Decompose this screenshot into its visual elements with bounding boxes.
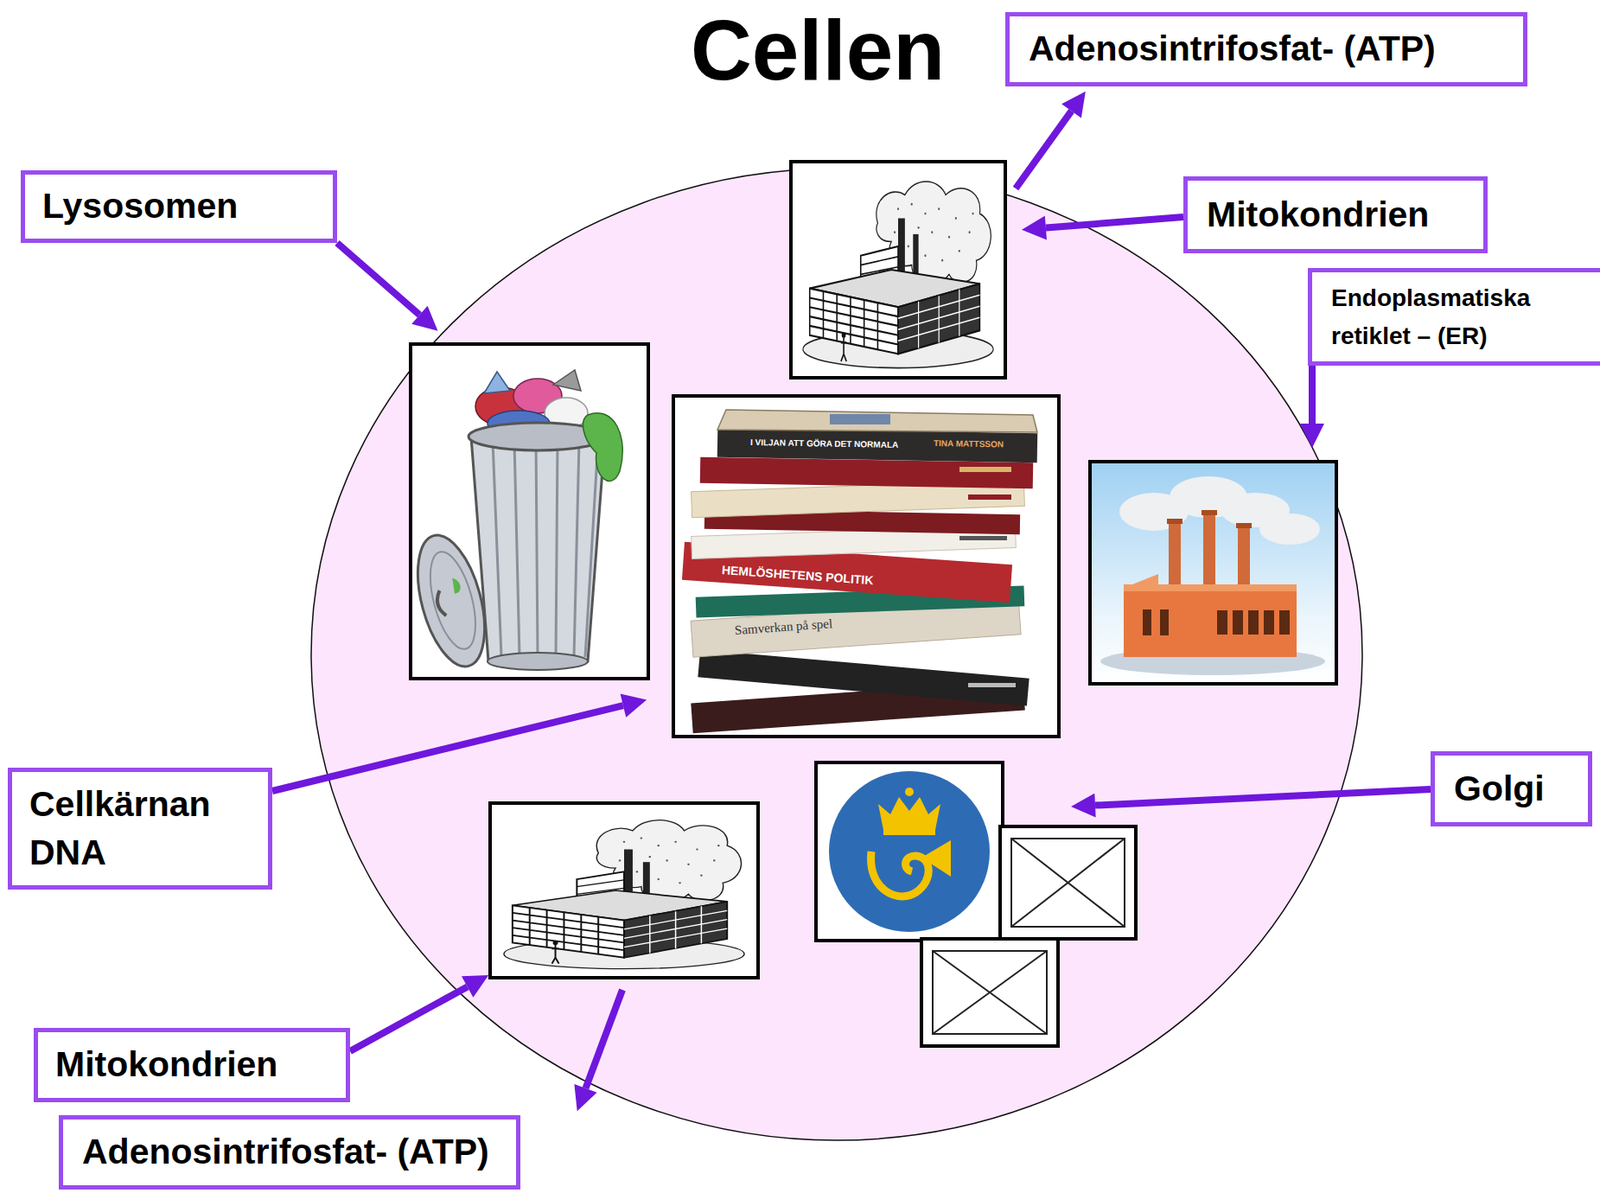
label-text: Mitokondrien xyxy=(55,1043,278,1086)
chimney xyxy=(1237,522,1250,590)
chimney-top xyxy=(1236,522,1252,529)
picture-frame xyxy=(815,762,1003,941)
window xyxy=(1217,610,1228,635)
picture-frame xyxy=(790,161,1006,378)
factory-building xyxy=(1123,587,1297,657)
crown-band xyxy=(883,828,936,836)
label-text: Mitokondrien xyxy=(1206,193,1429,236)
book xyxy=(717,427,1039,463)
cover-picture xyxy=(829,414,891,425)
leader-arrow xyxy=(1015,110,1072,189)
picture-frame xyxy=(490,803,759,978)
book-title: HEMLÖSHETENS POLITIK xyxy=(720,562,874,587)
picture-frame xyxy=(1000,826,1136,939)
book-title: I VILJAN ATT GÖRA DET NORMALA xyxy=(750,437,899,450)
can-base xyxy=(487,652,588,670)
can-ribs xyxy=(492,440,599,657)
spine-print xyxy=(968,682,1016,688)
leader-arrow xyxy=(350,986,468,1052)
factory-drawing xyxy=(803,181,994,369)
spine-print xyxy=(959,466,1012,472)
book xyxy=(697,649,1029,706)
leader-arrow xyxy=(272,705,624,791)
label-text: Adenosintrifosfat- (ATP) xyxy=(1028,27,1436,71)
window xyxy=(1232,610,1244,635)
chimney-top xyxy=(1201,509,1218,516)
lid-ring xyxy=(421,547,485,654)
horn-bell xyxy=(921,840,951,877)
garbage xyxy=(484,371,510,394)
spine-print xyxy=(959,535,1008,541)
garbage xyxy=(553,369,581,391)
window xyxy=(1248,610,1259,635)
orange-factory-picture xyxy=(1090,461,1337,684)
post-logo xyxy=(828,771,990,932)
envelope-lines xyxy=(1011,838,1125,927)
books-picture xyxy=(673,395,1059,737)
green-bag xyxy=(583,413,624,482)
label-box: Adenosintrifosfat- (ATP) xyxy=(1005,12,1528,87)
label-box: Cellkärnan DNA xyxy=(7,767,273,890)
picture-frame xyxy=(673,395,1059,737)
post-picture xyxy=(815,762,1003,941)
label-text: Golgi xyxy=(1453,767,1545,810)
label-text: Cellkärnan DNA xyxy=(29,780,256,877)
leader-arrow xyxy=(1045,216,1184,229)
window xyxy=(1142,609,1152,636)
envelope-picture xyxy=(1000,826,1136,939)
leader-arrow xyxy=(586,989,624,1089)
label-text: Lysosomen xyxy=(42,184,238,228)
post-horn xyxy=(871,851,930,897)
chimney xyxy=(1168,518,1181,590)
trash-can-picture xyxy=(405,344,649,679)
can-lid xyxy=(405,528,498,674)
envelope-lines xyxy=(932,950,1047,1034)
label-box: Mitokondrien xyxy=(33,1027,351,1103)
spine-print xyxy=(968,494,1012,500)
leader-arrow xyxy=(1308,365,1316,424)
envelope xyxy=(1011,838,1125,927)
label-box: Endoplasmatiska retiklet – (ER) xyxy=(1307,267,1600,366)
factory-drawing xyxy=(503,820,745,969)
label-text: Adenosintrifosfat- (ATP) xyxy=(82,1130,490,1173)
diagram-title: Cellen xyxy=(690,7,945,93)
lid xyxy=(405,528,498,674)
chimney-top xyxy=(1166,518,1183,524)
crown-top xyxy=(905,787,914,797)
picture-frame xyxy=(921,938,1059,1046)
window xyxy=(1160,609,1169,636)
cell-outline xyxy=(311,168,1363,1141)
envelope-picture xyxy=(921,938,1059,1046)
book-title: TINA MATTSSON xyxy=(933,438,1004,450)
factory-picture xyxy=(490,803,759,978)
envelope xyxy=(932,950,1047,1034)
book xyxy=(700,457,1033,490)
label-box: Mitokondrien xyxy=(1183,176,1488,254)
can-body xyxy=(471,436,606,662)
book-title: Samverkan på spel xyxy=(733,616,833,638)
garbage xyxy=(450,576,462,594)
lid-handle xyxy=(434,590,447,618)
label-text: Endoplasmatiska retiklet – (ER) xyxy=(1331,279,1600,355)
label-box: Adenosintrifosfat- (ATP) xyxy=(58,1115,521,1190)
factory-picture xyxy=(790,161,1006,378)
leader-arrow xyxy=(337,242,420,315)
crown xyxy=(878,796,941,830)
label-box: Golgi xyxy=(1430,751,1593,827)
smoke xyxy=(1259,513,1320,545)
roof xyxy=(1123,584,1297,592)
chimney xyxy=(1203,509,1216,590)
window xyxy=(1279,610,1290,635)
leader-arrow xyxy=(1095,789,1431,806)
leader-arrows xyxy=(272,110,1431,1089)
window xyxy=(1263,610,1275,635)
label-box: Lysosomen xyxy=(20,170,338,243)
book-cover xyxy=(717,409,1038,433)
picture-frame xyxy=(1090,461,1337,684)
